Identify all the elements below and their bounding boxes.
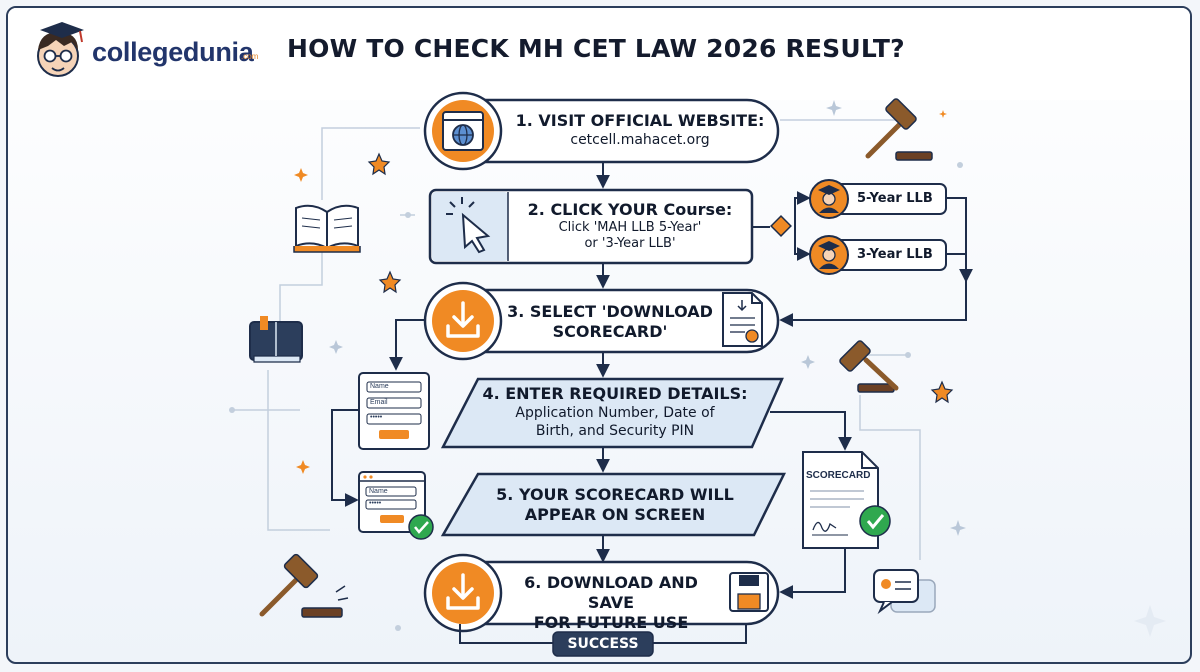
step-4-detail-1: Application Number, Date of [515, 405, 715, 421]
check-icon [859, 505, 891, 537]
step-4-detail-2: Birth, and Security PIN [535, 423, 695, 439]
save-icon [729, 572, 769, 612]
chat-icon [873, 569, 936, 615]
step-1-text: 1. VISIT OFFICIAL WEBSITE: cetcell.mahac… [505, 111, 775, 149]
step-5-title-1: 5. YOUR SCORECARD WILL [496, 485, 734, 504]
step-4-title: 4. ENTER REQUIRED DETAILS: [482, 384, 748, 403]
logo-text[interactable]: collegedunia [92, 37, 254, 67]
step-6-title-2: FOR FUTURE USE [533, 613, 689, 632]
form-label-email: Email [370, 399, 388, 406]
branch-connectors [752, 191, 973, 327]
header-band [8, 8, 1190, 100]
download-icon [446, 573, 480, 610]
gavel-icon [839, 340, 899, 393]
page-title: HOW TO CHECK MH CET LAW 2026 RESULT? [287, 34, 905, 63]
form-label-name: Name [370, 383, 389, 390]
step-1-title: 1. VISIT OFFICIAL WEBSITE: [515, 111, 765, 130]
branch-3-year-label: 3-Year LLB [857, 247, 933, 262]
step-2-title: 2. CLICK YOUR Course: [527, 200, 733, 219]
step-2-detail-2: or '3-Year LLB' [584, 236, 676, 251]
book-icon [293, 204, 361, 253]
graduate-icon [818, 241, 840, 269]
background-dots [229, 162, 963, 631]
step-2-box [428, 188, 754, 265]
step-5-box [440, 472, 787, 537]
step-1-detail: cetcell.mahacet.org [570, 132, 710, 148]
step-3-text: 3. SELECT 'DOWNLOAD SCORECARD' [505, 302, 715, 342]
gavel-icon [865, 98, 933, 161]
form-icon [358, 372, 430, 450]
download-icon [446, 301, 480, 338]
form2-label-pin: ••••• [369, 500, 382, 507]
success-badge [552, 631, 654, 657]
book-icon [249, 316, 303, 363]
form-label-pin: ••••• [370, 414, 383, 421]
globe-icon [442, 111, 484, 151]
form-icon [358, 471, 426, 533]
logo-suffix: .com [241, 52, 259, 61]
form2-label-name: Name [369, 488, 388, 495]
scorecard-label: SCORECARD [806, 470, 871, 481]
cursor-icon [446, 197, 491, 254]
graduate-icon [818, 185, 840, 213]
side-connectors [331, 319, 852, 599]
check-icon [408, 514, 434, 540]
step-2-text: 2. CLICK YOUR Course: Click 'MAH LLB 5-Y… [510, 200, 750, 252]
step-3-title-2: SCORECARD' [552, 322, 668, 341]
sparkle-icon [294, 110, 947, 474]
branch-5-year-label: 5-Year LLB [857, 191, 933, 206]
step-5-title-2: APPEAR ON SCREEN [524, 505, 706, 524]
sparkle-icon [329, 100, 1166, 637]
branch-diamond [770, 215, 792, 237]
step-2-detail-1: Click 'MAH LLB 5-Year' [558, 220, 702, 235]
success-label: SUCCESS [567, 636, 639, 652]
step-5-text: 5. YOUR SCORECARD WILL APPEAR ON SCREEN [470, 485, 760, 525]
step-3-title-1: 3. SELECT 'DOWNLOAD [507, 302, 713, 321]
step-4-box [440, 377, 784, 449]
star-icon [367, 152, 954, 404]
gavel-icon [259, 553, 349, 618]
step-6-title-1: 6. DOWNLOAD AND SAVE [524, 573, 698, 612]
mascot-icon [37, 22, 84, 77]
step-4-text: 4. ENTER REQUIRED DETAILS: Application N… [470, 384, 760, 440]
step-6-text: 6. DOWNLOAD AND SAVE FOR FUTURE USE [500, 573, 722, 633]
document-icon [722, 292, 763, 347]
scorecard-icon [802, 451, 879, 549]
